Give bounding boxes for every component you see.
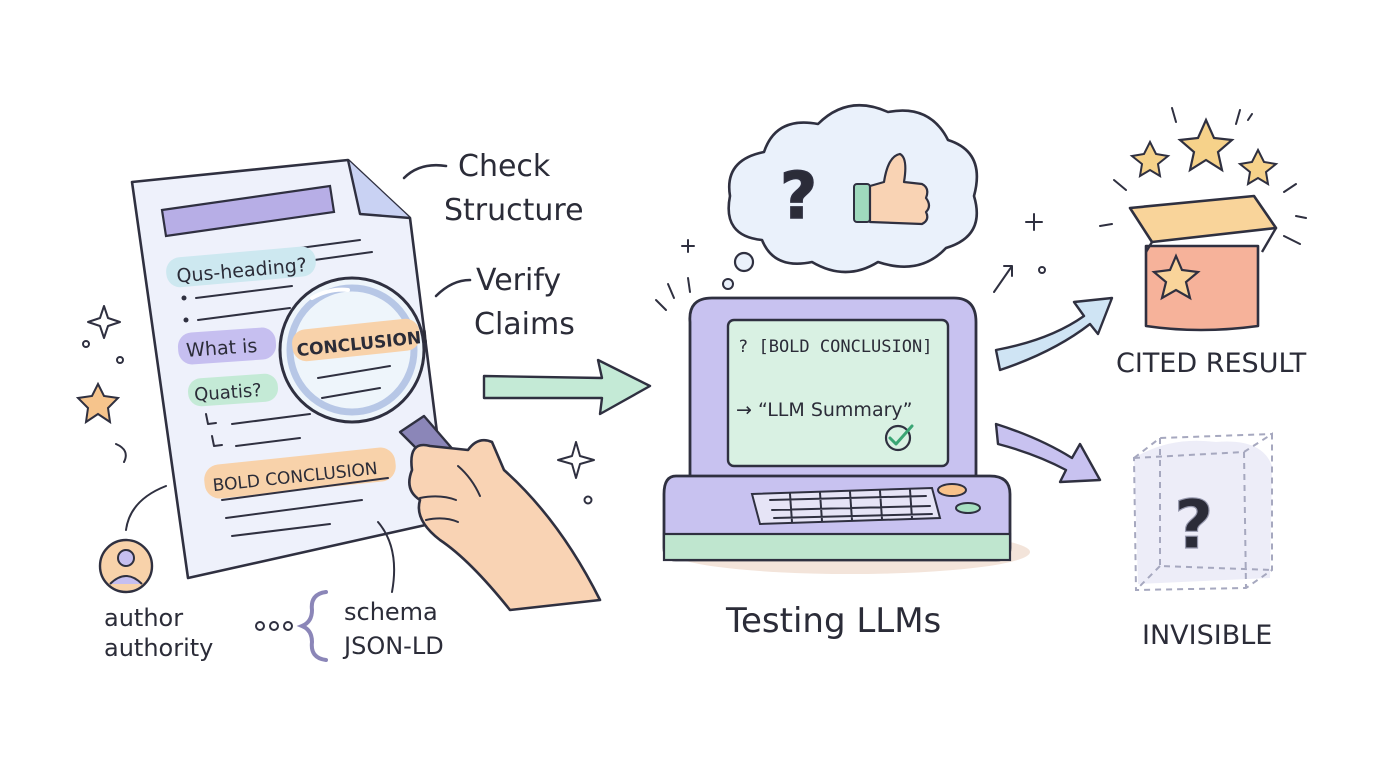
verify-claims-line1: Verify — [476, 263, 561, 298]
doc-quatis-text: Quatis? — [194, 380, 263, 406]
question-mark-icon: ? — [780, 160, 817, 234]
verify-claims-line2: Claims — [474, 307, 575, 342]
arrow-to-invisible — [994, 422, 1102, 484]
schema-line1: schema — [344, 598, 438, 626]
thumbs-up-icon — [853, 152, 931, 226]
doc-bullets-1 — [181, 285, 293, 323]
sparkles-middle — [557, 239, 695, 505]
cited-result-label: CITED RESULT — [1116, 348, 1307, 379]
schema-line2: JSON-LD — [342, 632, 444, 660]
star-icon — [1237, 147, 1279, 186]
laptop-screen-line1: ? [BOLD CONCLUSION] — [738, 337, 932, 357]
star-icon — [1177, 117, 1235, 173]
doc-footer-lines — [221, 477, 389, 537]
gift-box-icon — [1128, 194, 1278, 332]
curly-brace-icon — [296, 590, 328, 662]
star-icon — [75, 381, 121, 425]
magnifying-glass-icon: CONCLUSION! — [278, 276, 464, 474]
doc-quatis-chip: Quatis? — [188, 373, 278, 407]
author-line2: authority — [104, 634, 213, 662]
laptop-caption: Testing LLMs — [725, 601, 941, 641]
hand-icon — [408, 438, 602, 612]
stars-above-box — [1099, 107, 1307, 245]
author-line1: author — [104, 604, 183, 632]
ghost-box-icon: ? — [1132, 432, 1273, 592]
verify-claims-annotation: Verify Claims — [434, 263, 575, 342]
checkmark-icon — [884, 424, 912, 452]
star-icon — [1129, 139, 1171, 178]
laptop-icon: ? [BOLD CONCLUSION] → “LLM Summary” — [655, 277, 1030, 574]
invisible-label: INVISIBLE — [1142, 620, 1272, 651]
laptop-screen-line2: → “LLM Summary” — [736, 399, 912, 421]
check-structure-annotation: Check Structure — [402, 149, 584, 228]
question-mark-icon: ? — [1174, 486, 1213, 565]
arrow-to-laptop — [482, 358, 652, 416]
sparkles-left — [75, 305, 127, 463]
arrow-to-cited — [993, 213, 1114, 372]
doc-what-is-chip: What is — [177, 327, 277, 365]
doc-what-is-text: What is — [185, 335, 258, 362]
doc-sub-bullets — [205, 413, 311, 447]
schema-annotation: schema JSON-LD — [255, 521, 444, 662]
author-authority-annotation: author authority — [98, 485, 213, 662]
check-structure-line1: Check — [458, 149, 551, 184]
check-structure-line2: Structure — [444, 193, 584, 228]
thought-cloud-icon: ? — [722, 103, 979, 290]
